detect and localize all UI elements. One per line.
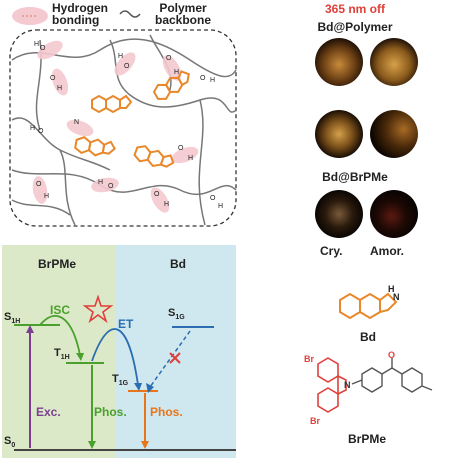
svg-text:H: H bbox=[44, 193, 49, 200]
svg-text:N: N bbox=[393, 292, 400, 302]
energy-level-diagram: BrPMe Bd S1H T1H S1G T1G S0 ISC bbox=[0, 245, 250, 460]
photo-amor-label: Amor. bbox=[370, 244, 405, 258]
t1g-label: T1G bbox=[112, 373, 129, 388]
s0-label: S0 bbox=[4, 435, 16, 450]
svg-text:H: H bbox=[30, 125, 35, 132]
s1g-label: S1G bbox=[168, 307, 185, 322]
svg-text:N: N bbox=[344, 380, 351, 390]
phos-right-label: Phos. bbox=[150, 405, 183, 419]
star-icon bbox=[82, 294, 114, 324]
svg-text:Br: Br bbox=[304, 354, 314, 364]
photo-quarter bbox=[370, 110, 418, 158]
brpme-panel bbox=[2, 245, 116, 458]
bd-molecules bbox=[74, 70, 190, 168]
photo-heart-2 bbox=[370, 38, 418, 86]
photo-flower bbox=[315, 110, 363, 158]
svg-text:O: O bbox=[50, 75, 56, 82]
isc-arrow bbox=[39, 315, 81, 356]
svg-text:O: O bbox=[178, 145, 184, 152]
phos-left-label: Phos. bbox=[94, 405, 127, 419]
svg-text:O: O bbox=[108, 183, 114, 190]
svg-text:O: O bbox=[154, 191, 160, 198]
photo-group2-label: Bd@BrPMe bbox=[322, 170, 388, 184]
t1h-label: T1H bbox=[54, 347, 70, 362]
svg-text:N: N bbox=[74, 119, 79, 126]
svg-text:O: O bbox=[166, 55, 172, 62]
hbond-regions bbox=[32, 40, 199, 213]
photo-cry bbox=[315, 190, 363, 238]
exc-label: Exc. bbox=[36, 405, 61, 419]
brpme-structure-label: BrPMe bbox=[348, 432, 387, 446]
s1h-label: S1H bbox=[4, 311, 21, 326]
svg-text:H: H bbox=[118, 53, 123, 60]
bd-structure: H N bbox=[330, 280, 410, 326]
svg-text:H: H bbox=[388, 284, 395, 294]
svg-text:O: O bbox=[124, 63, 130, 70]
svg-text:O: O bbox=[388, 350, 395, 360]
et-label: ET bbox=[118, 317, 134, 331]
brpme-structure: Br Br N O bbox=[300, 350, 450, 430]
svg-text:Br: Br bbox=[310, 416, 320, 426]
backbone-legend-label: Polymer backbone bbox=[154, 1, 211, 27]
s1g-t1g-arrow bbox=[149, 330, 191, 388]
photo-header: 365 nm off bbox=[324, 2, 385, 16]
svg-text:H: H bbox=[174, 69, 179, 76]
svg-text:H: H bbox=[98, 179, 103, 186]
svg-text:H: H bbox=[34, 41, 39, 48]
svg-text:O: O bbox=[36, 181, 42, 188]
brpme-title: BrPMe bbox=[38, 257, 77, 271]
backbone-legend-swatch bbox=[119, 10, 141, 18]
photo-amor bbox=[370, 190, 418, 238]
svg-text:H: H bbox=[218, 203, 223, 210]
svg-text:H: H bbox=[57, 85, 62, 92]
svg-text:H: H bbox=[188, 155, 193, 162]
isc-label: ISC bbox=[50, 303, 71, 317]
photo-group1-label: Bd@Polymer bbox=[317, 20, 393, 34]
svg-text:H: H bbox=[164, 201, 169, 208]
svg-text:O: O bbox=[38, 128, 44, 135]
photo-heart-1 bbox=[315, 38, 363, 86]
svg-text:O: O bbox=[200, 75, 206, 82]
hbond-legend-label: Hydrogen bonding bbox=[52, 1, 109, 27]
et-arrow bbox=[91, 328, 139, 386]
network-frame bbox=[9, 29, 237, 227]
bd-title: Bd bbox=[170, 257, 186, 271]
photo-cry-label: Cry. bbox=[320, 244, 343, 258]
svg-text:H: H bbox=[210, 77, 215, 84]
svg-text:O: O bbox=[210, 195, 216, 202]
bd-structure-label: Bd bbox=[360, 330, 376, 344]
svg-text:O: O bbox=[40, 45, 46, 52]
